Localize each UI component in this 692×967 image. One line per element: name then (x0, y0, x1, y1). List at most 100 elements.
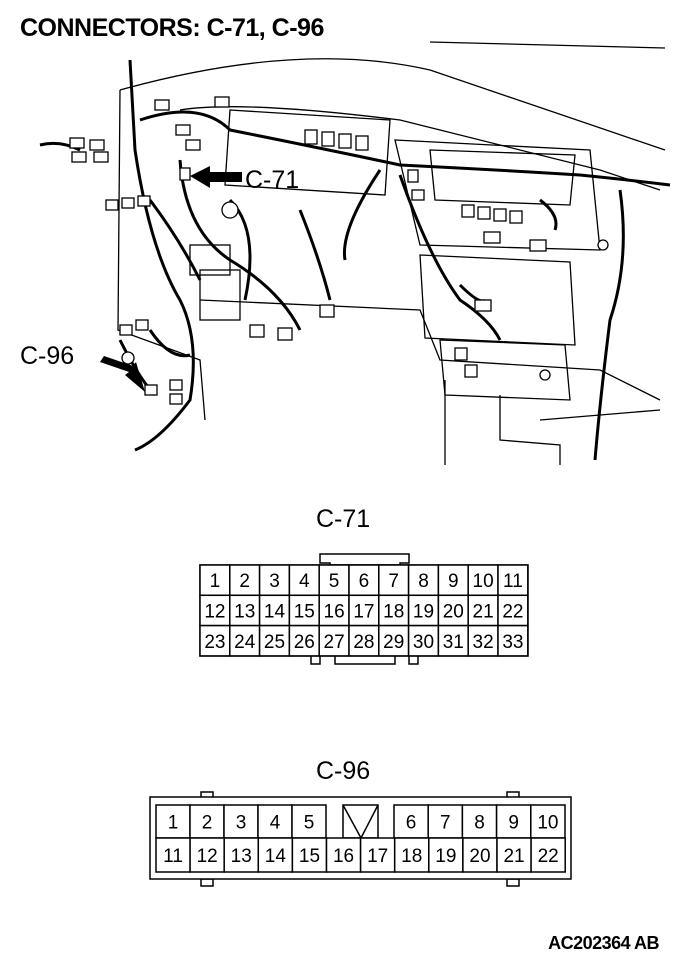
pin-cell (258, 594, 291, 627)
pin-number: 31 (443, 632, 464, 653)
pin-number: 18 (383, 601, 404, 622)
c71-connector-title: C-71 (316, 505, 371, 533)
pin-number: 29 (383, 632, 404, 653)
pin-cell (258, 624, 291, 657)
pin-cell (359, 837, 396, 873)
pin-number: 4 (270, 813, 281, 834)
figure-id: AC202364 AB (548, 933, 659, 953)
pin-number: 30 (413, 632, 434, 653)
pin-cell (348, 594, 380, 627)
pin-number: 13 (234, 601, 255, 622)
pin-cell (223, 837, 260, 873)
pin-number: 25 (264, 632, 285, 653)
pin-number: 17 (353, 601, 374, 622)
pin-cell (407, 564, 440, 597)
pin-cell (530, 837, 566, 873)
pin-number: 18 (401, 846, 422, 867)
pin-number: 5 (304, 813, 315, 834)
pin-number: 6 (359, 571, 370, 592)
pin-cell (530, 804, 566, 839)
pin-number: 28 (353, 632, 374, 653)
pin-number: 7 (388, 571, 399, 592)
key-slot (342, 804, 379, 839)
pin-cell (428, 837, 464, 873)
pin-number: 15 (294, 601, 315, 622)
pin-number: 22 (502, 601, 523, 622)
pin-number: 2 (239, 571, 250, 592)
pin-number: 10 (473, 571, 494, 592)
pin-number: 3 (236, 813, 247, 834)
pin-cell (497, 624, 529, 657)
pin-cell (199, 564, 231, 597)
pin-cell (348, 624, 380, 657)
pin-number: 5 (329, 571, 340, 592)
connector-tab (200, 878, 214, 887)
pin-number: 9 (448, 571, 459, 592)
pin-number: 1 (168, 813, 179, 834)
pin-number: 20 (469, 846, 490, 867)
pin-cell (348, 564, 380, 597)
pin-cell (199, 624, 231, 657)
pin-number: 14 (265, 846, 287, 867)
pin-number: 6 (406, 813, 417, 834)
pin-cell (155, 837, 191, 873)
pin-cell (467, 624, 499, 657)
pin-cell (407, 594, 440, 627)
pin-cell (291, 837, 328, 873)
pin-cell (288, 564, 320, 597)
pin-cell (318, 624, 350, 657)
pin-number: 27 (324, 632, 345, 653)
pin-cell (495, 804, 532, 839)
pin-number: 1 (210, 571, 221, 592)
pin-number: 16 (324, 601, 345, 622)
pin-number: 19 (413, 601, 434, 622)
pin-number: 24 (234, 632, 256, 653)
pin-number: 26 (294, 632, 315, 653)
pin-cell (497, 564, 529, 597)
pin-cell (258, 564, 291, 597)
pin-number: 23 (204, 632, 225, 653)
pin-number: 17 (367, 846, 388, 867)
pin-cell (462, 837, 498, 873)
pin-number: 4 (299, 571, 310, 592)
c96-callout-label: C-96 (20, 342, 75, 370)
c96-arrow-icon (100, 356, 145, 392)
pin-cell (288, 624, 320, 657)
c96-connector-title: C-96 (316, 757, 371, 785)
pin-cell (229, 624, 261, 657)
pin-number: 15 (299, 846, 320, 867)
connector-latch (319, 553, 410, 566)
pin-number: 2 (202, 813, 213, 834)
pin-number: 12 (204, 601, 225, 622)
pin-number: 13 (231, 846, 252, 867)
pin-number: 3 (269, 571, 280, 592)
pin-number: 19 (435, 846, 456, 867)
pin-cell (229, 594, 261, 627)
pin-number: 32 (473, 632, 494, 653)
pin-number: 9 (508, 813, 519, 834)
pin-number: 7 (440, 813, 451, 834)
pin-number: 8 (474, 813, 485, 834)
connector-tab (506, 878, 520, 887)
c71-arrow-icon (190, 166, 242, 188)
pin-number: 11 (503, 571, 523, 592)
pin-cell (189, 837, 225, 873)
pin-number: 22 (538, 846, 559, 867)
pin-number: 33 (502, 632, 523, 653)
pin-cell (393, 837, 430, 873)
pin-number: 11 (163, 846, 183, 867)
pin-number: 14 (264, 601, 286, 622)
pin-number: 12 (197, 846, 218, 867)
pin-number: 20 (443, 601, 464, 622)
pin-number: 8 (418, 571, 429, 592)
pin-cell (325, 837, 362, 873)
pin-number: 16 (333, 846, 354, 867)
pin-number: 21 (473, 601, 494, 622)
pin-cell (437, 564, 469, 597)
page-title: CONNECTORS: C-71, C-96 (20, 14, 324, 42)
pin-number: 10 (537, 813, 558, 834)
pin-number: 21 (503, 846, 524, 867)
